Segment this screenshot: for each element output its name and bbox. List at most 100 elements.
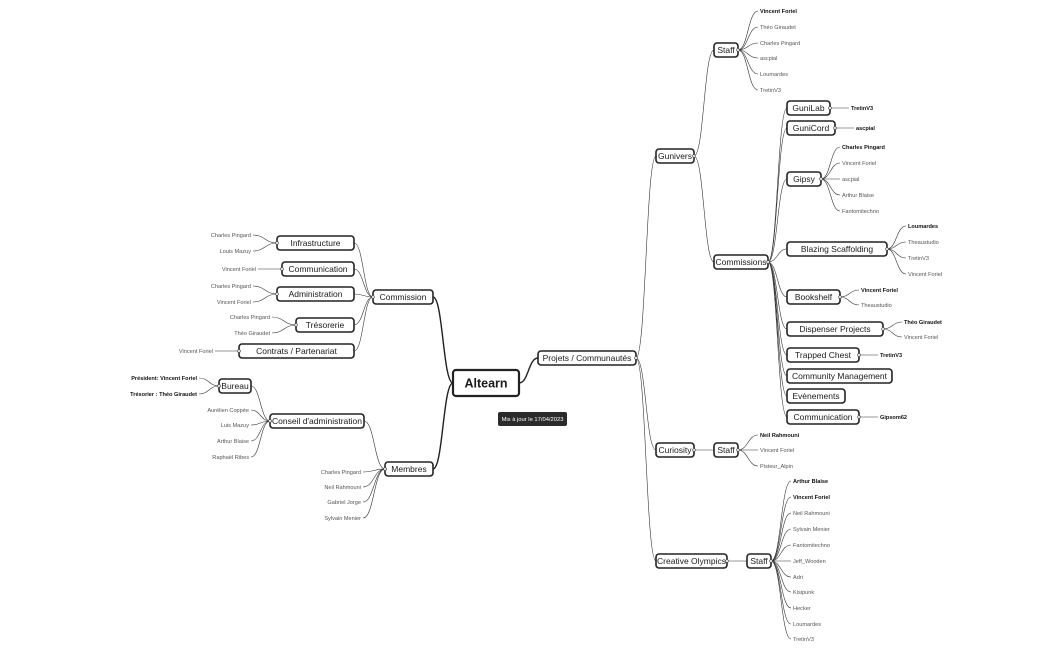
member-name: TretinV3 [760, 88, 781, 94]
connector-line [271, 324, 297, 334]
node-gunilab[interactable]: GuniLab [786, 100, 831, 116]
branch-collapse-dot[interactable] [769, 559, 773, 563]
branch-collapse-dot[interactable] [692, 448, 696, 452]
node-blazing-scaffolding[interactable]: Blazing Scaffolding [786, 241, 888, 257]
node-bookshelf[interactable]: Bookshelf [786, 289, 841, 305]
connector-line [820, 178, 841, 196]
branch-collapse-dot[interactable] [828, 106, 832, 110]
connector-line [886, 225, 907, 250]
branch-collapse-dot[interactable] [833, 126, 837, 130]
branch-collapse-dot[interactable] [275, 241, 279, 245]
connector-line [770, 544, 792, 562]
member-name: Charles Pingard [842, 145, 885, 151]
node-community-management[interactable]: Community Management [786, 368, 893, 384]
node-bureau[interactable]: Bureau [218, 378, 252, 394]
node-gunivers[interactable]: Gunivers [655, 148, 695, 164]
connector-line [820, 162, 841, 180]
node-staff[interactable]: Staff [713, 42, 739, 58]
connector-line [635, 357, 657, 562]
branch-collapse-dot[interactable] [294, 323, 298, 327]
member-name: TretinV3 [908, 256, 929, 262]
branch-collapse-dot[interactable] [766, 260, 770, 264]
connector-line [737, 26, 759, 51]
member-name: Sylvain Menier [324, 516, 361, 522]
member-name: Arthur Blaise [842, 193, 874, 199]
connector-line [271, 316, 297, 326]
connector-line [770, 560, 792, 640]
node-contrats-partenariat[interactable]: Contrats / Partenariat [238, 343, 355, 359]
node-box [451, 368, 521, 398]
member-name: Gipsom62 [880, 415, 907, 421]
connector-line [767, 261, 788, 397]
node-gunicord[interactable]: GuniCord [786, 120, 836, 136]
branch-collapse-dot[interactable] [383, 467, 387, 471]
node-commission[interactable]: Commission [372, 289, 434, 305]
member-name: ascpial [842, 177, 859, 183]
member-name: Arthur Blaise [217, 439, 249, 445]
branch-collapse-dot[interactable] [881, 327, 885, 331]
branch-collapse-dot[interactable] [371, 295, 375, 299]
member-name: Vincent Foriel [760, 448, 794, 454]
node-creative-olympics[interactable]: Creative Olympics [655, 553, 728, 569]
branch-collapse-dot[interactable] [885, 247, 889, 251]
node-label: Commissions [715, 257, 766, 267]
branch-collapse-dot[interactable] [857, 353, 861, 357]
node-trapped-chest[interactable]: Trapped Chest [786, 347, 860, 363]
member-name: Neil Rahmouni [760, 433, 800, 439]
node-staff[interactable]: Staff [746, 553, 772, 569]
node-altearn[interactable]: Altearn [451, 368, 521, 398]
node-dispenser-projects[interactable]: Dispenser Projects [786, 321, 884, 337]
member-name: Luis Mazuy [221, 423, 249, 429]
node-gipsy[interactable]: Gipsy [786, 171, 822, 187]
node-label: Trésorerie [306, 320, 345, 330]
branch-collapse-dot[interactable] [692, 154, 696, 158]
member-name: Adri [793, 575, 803, 581]
branch-collapse-dot[interactable] [280, 267, 284, 271]
branch-collapse-dot[interactable] [268, 419, 272, 423]
node-label: Dispenser Projects [799, 324, 870, 334]
branch-collapse-dot[interactable] [725, 559, 729, 563]
node-projets-communautes[interactable]: Projets / Communautés [537, 350, 637, 366]
node-label: Evènements [792, 391, 839, 401]
connector-line [767, 261, 788, 418]
node-communication[interactable]: Communication [786, 409, 860, 425]
node-staff[interactable]: Staff [713, 442, 739, 458]
branch-collapse-dot[interactable] [857, 415, 861, 419]
connector-line [362, 468, 386, 503]
node-commissions[interactable]: Commissions [713, 254, 769, 270]
node-tresorerie[interactable]: Trésorerie [295, 317, 355, 333]
connector-line [737, 449, 759, 467]
connector-line [770, 528, 792, 562]
member-name: Vincent Foriel [842, 161, 876, 167]
node-curiosity[interactable]: Curiosity [655, 442, 695, 458]
update-date-badge: Mis à jour le 17/04/2023 [498, 412, 567, 426]
node-conseil-d-administration[interactable]: Conseil d'administration [269, 413, 365, 429]
member-name: Vincent Foriel [793, 495, 830, 501]
node-infrastructure[interactable]: Infrastructure [276, 235, 355, 251]
node-label: Creative Olympics [657, 556, 726, 566]
branch-collapse-dot[interactable] [736, 48, 740, 52]
member-name: Théo Giraudet [234, 331, 270, 337]
node-label: Infrastructure [290, 238, 340, 248]
member-name: Charles Pingard [760, 41, 800, 47]
member-name: Vincent Foriel [217, 300, 251, 306]
node-evenements[interactable]: Evènements [786, 388, 846, 404]
node-membres[interactable]: Membres [384, 461, 434, 477]
node-label: GuniCord [793, 123, 830, 133]
branch-collapse-dot[interactable] [819, 177, 823, 181]
connector-line [886, 241, 907, 250]
member-name: Theaustudio [908, 240, 939, 246]
connector-line [737, 434, 759, 451]
branch-collapse-dot[interactable] [838, 295, 842, 299]
branch-collapse-dot[interactable] [736, 448, 740, 452]
member-name: TretinV3 [880, 353, 902, 359]
node-label: Bookshelf [795, 292, 833, 302]
branch-collapse-dot[interactable] [275, 292, 279, 296]
node-communication[interactable]: Communication [281, 261, 355, 277]
branch-collapse-dot[interactable] [217, 384, 221, 388]
branch-collapse-dot[interactable] [237, 349, 241, 353]
node-administration[interactable]: Administration [276, 286, 355, 302]
branch-collapse-dot[interactable] [634, 356, 638, 360]
connector-line [252, 293, 278, 303]
node-label: Staff [717, 45, 735, 55]
